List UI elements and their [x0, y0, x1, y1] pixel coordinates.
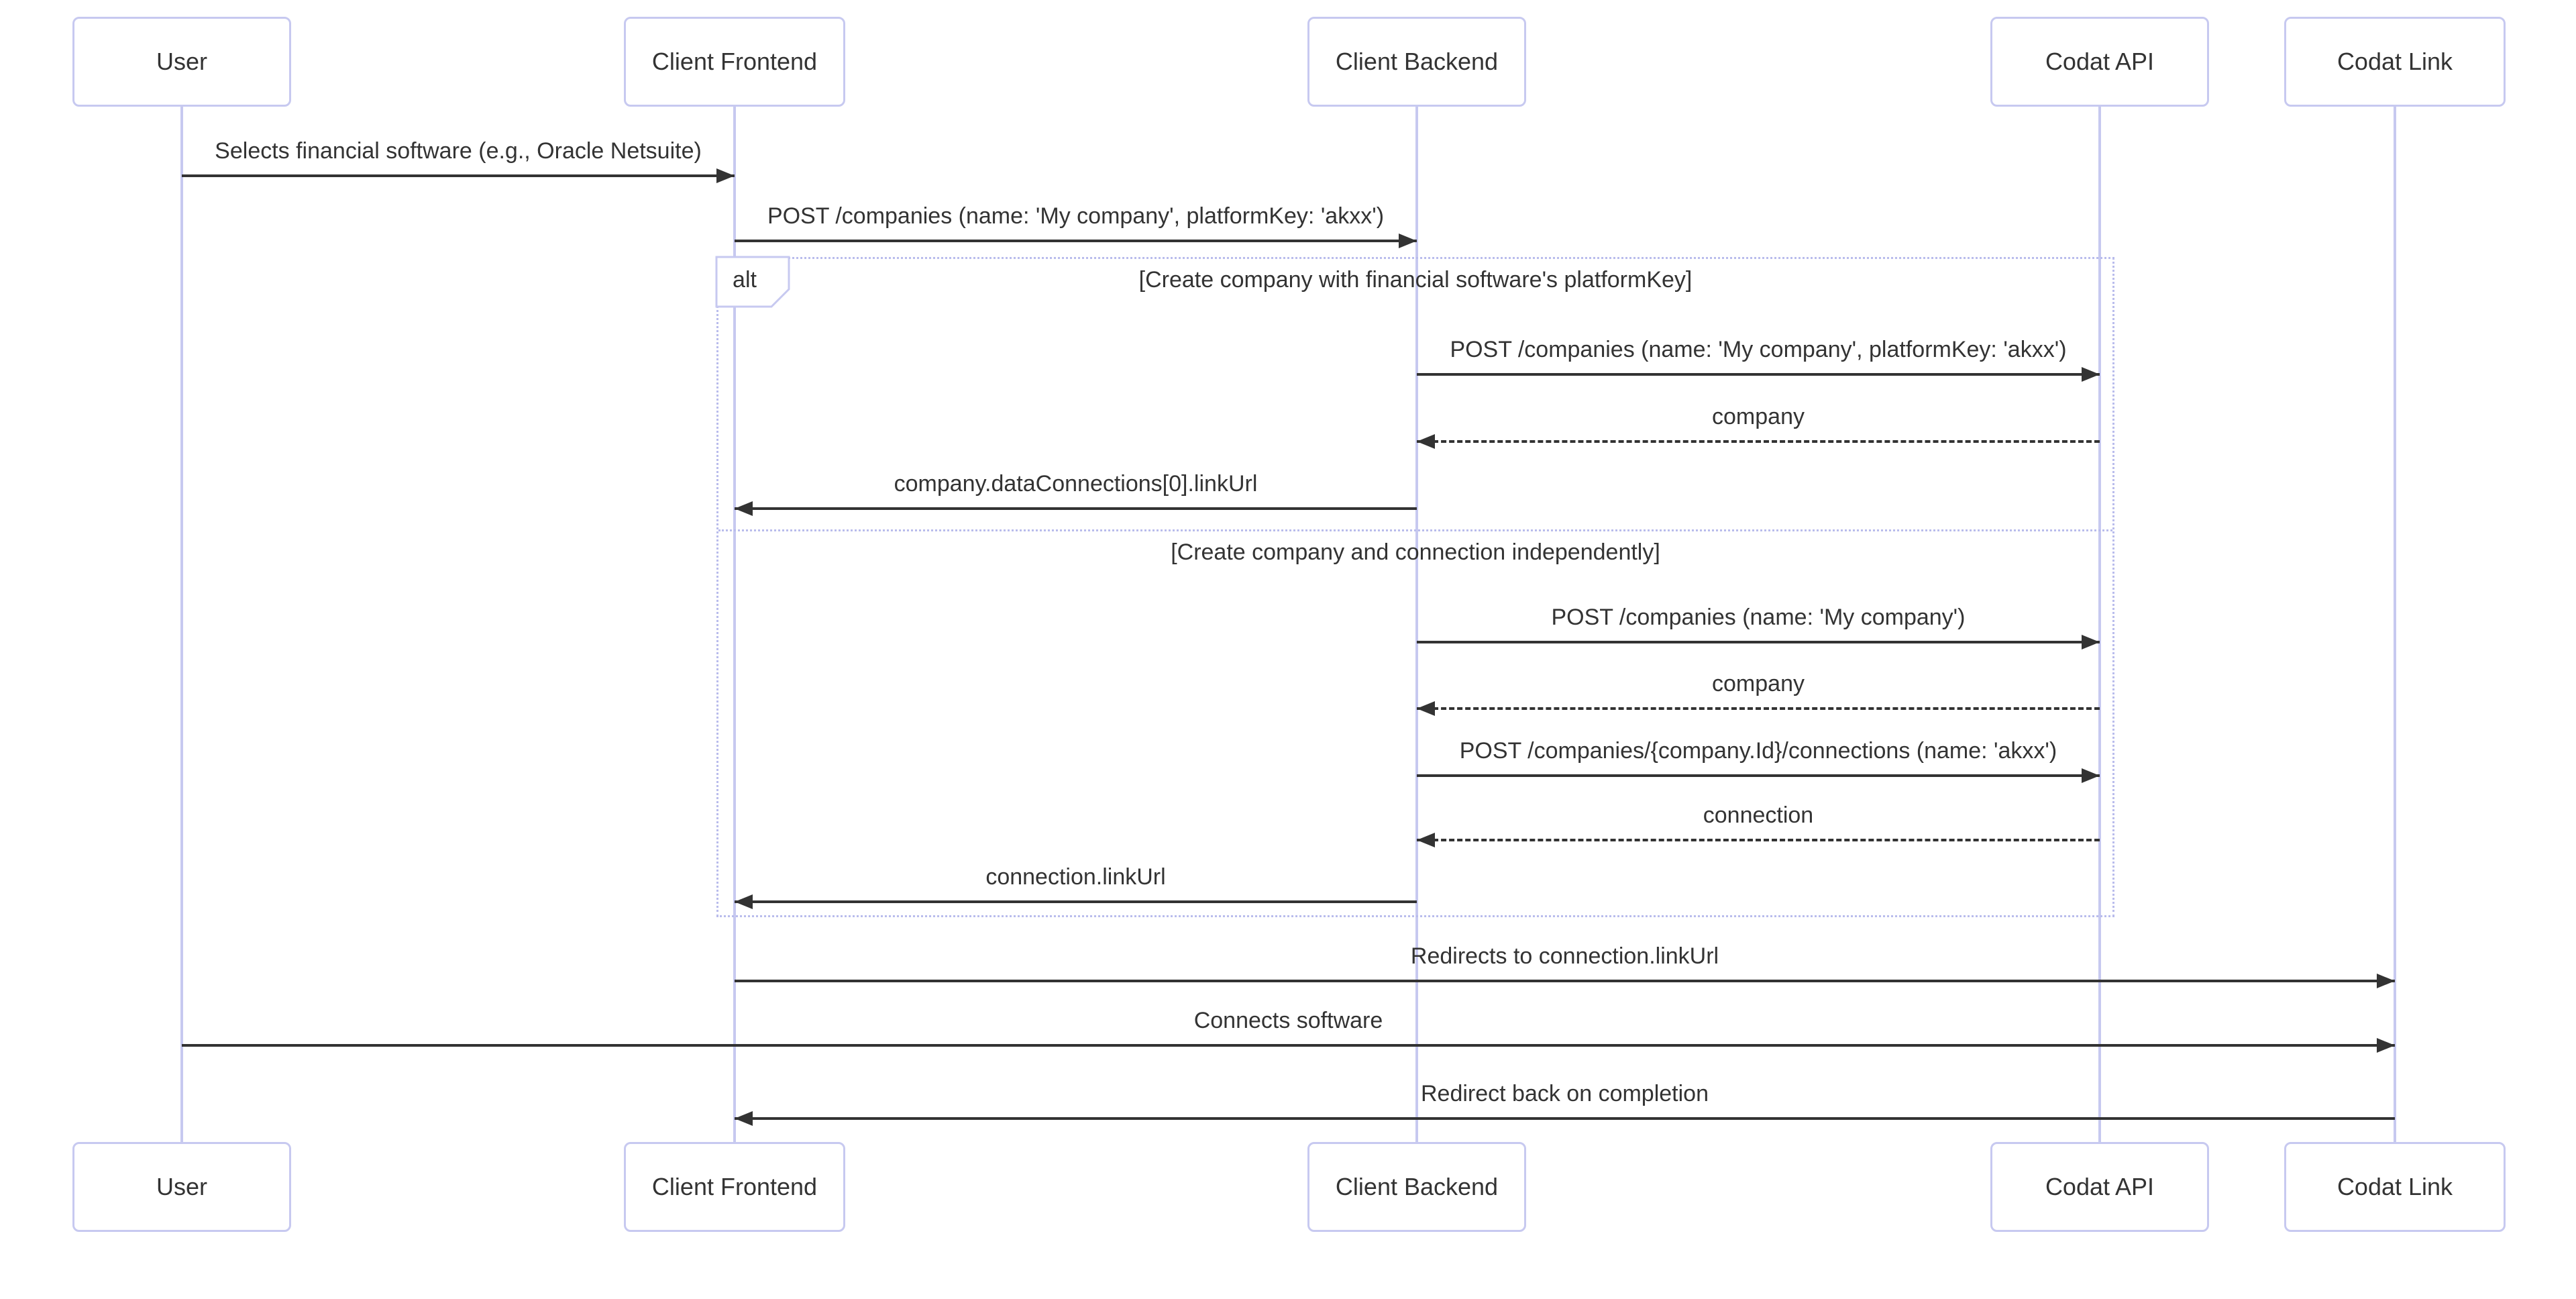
message-1-arrowhead-icon [716, 168, 735, 183]
message-2-arrowhead-icon [1399, 233, 1417, 248]
message-9-label: connection [1703, 802, 1814, 828]
actor-backend-bottom: Client Backend [1307, 1142, 1526, 1232]
actor-backend-top: Client Backend [1307, 17, 1526, 107]
message-10-line [735, 900, 1417, 903]
message-12-label: Connects software [1193, 1008, 1383, 1033]
alt-section-1-condition: [Create company with financial software'… [1138, 267, 1693, 293]
message-5-line [735, 507, 1417, 510]
message-13-line [735, 1117, 2395, 1120]
message-10-arrowhead-icon [735, 894, 753, 909]
message-10-label: connection.linkUrl [985, 864, 1166, 890]
message-1-label: Selects financial software (e.g., Oracle… [215, 138, 702, 164]
lifeline-user [180, 107, 183, 1142]
message-11-line [735, 980, 2395, 982]
message-13-arrowhead-icon [735, 1111, 753, 1126]
alt-frame-divider [718, 529, 2112, 531]
alt-operator-box [715, 256, 790, 308]
lifeline-frontend [733, 107, 736, 1142]
message-5-arrowhead-icon [735, 501, 753, 516]
message-2-label: POST /companies (name: 'My company', pla… [767, 203, 1385, 229]
lifeline-codat_api [2098, 107, 2101, 1142]
actor-user-bottom: User [72, 1142, 291, 1232]
message-4-arrowhead-icon [1417, 434, 1435, 449]
message-1-line [182, 174, 735, 177]
message-7-label: company [1712, 671, 1805, 696]
alt-section-2-condition: [Create company and connection independe… [1171, 539, 1660, 565]
actor-frontend-top: Client Frontend [624, 17, 845, 107]
message-6-label: POST /companies (name: 'My company') [1551, 605, 1966, 630]
message-7-line [1417, 707, 2100, 710]
message-2-line [735, 240, 1417, 242]
alt-frame: [Create company with financial software'… [716, 257, 2114, 917]
message-9-arrowhead-icon [1417, 833, 1435, 847]
message-5-label: company.dataConnections[0].linkUrl [894, 471, 1258, 497]
message-6-arrowhead-icon [2082, 635, 2100, 650]
message-8-arrowhead-icon [2082, 768, 2100, 783]
message-4-label: company [1712, 404, 1805, 429]
message-11-label: Redirects to connection.linkUrl [1410, 943, 1719, 969]
actor-user-top: User [72, 17, 291, 107]
message-8-label: POST /companies/{company.Id}/connections… [1459, 738, 2057, 764]
alt-operator-label: alt [733, 266, 757, 293]
actor-codat_api-bottom: Codat API [1990, 1142, 2209, 1232]
actor-frontend-bottom: Client Frontend [624, 1142, 845, 1232]
message-3-label: POST /companies (name: 'My company', pla… [1450, 337, 2067, 362]
message-3-arrowhead-icon [2082, 367, 2100, 382]
message-8-line [1417, 774, 2100, 777]
message-4-line [1417, 440, 2100, 443]
message-7-arrowhead-icon [1417, 701, 1435, 716]
actor-codat_api-top: Codat API [1990, 17, 2209, 107]
message-13-label: Redirect back on completion [1420, 1081, 1709, 1106]
message-6-line [1417, 641, 2100, 643]
lifeline-backend [1415, 107, 1418, 1142]
actor-codat_link-top: Codat Link [2284, 17, 2506, 107]
message-3-line [1417, 373, 2100, 376]
lifeline-codat_link [2394, 107, 2396, 1142]
message-12-line [182, 1044, 2395, 1047]
message-9-line [1417, 839, 2100, 841]
message-11-arrowhead-icon [2377, 974, 2395, 988]
message-12-arrowhead-icon [2377, 1038, 2395, 1053]
actor-codat_link-bottom: Codat Link [2284, 1142, 2506, 1232]
